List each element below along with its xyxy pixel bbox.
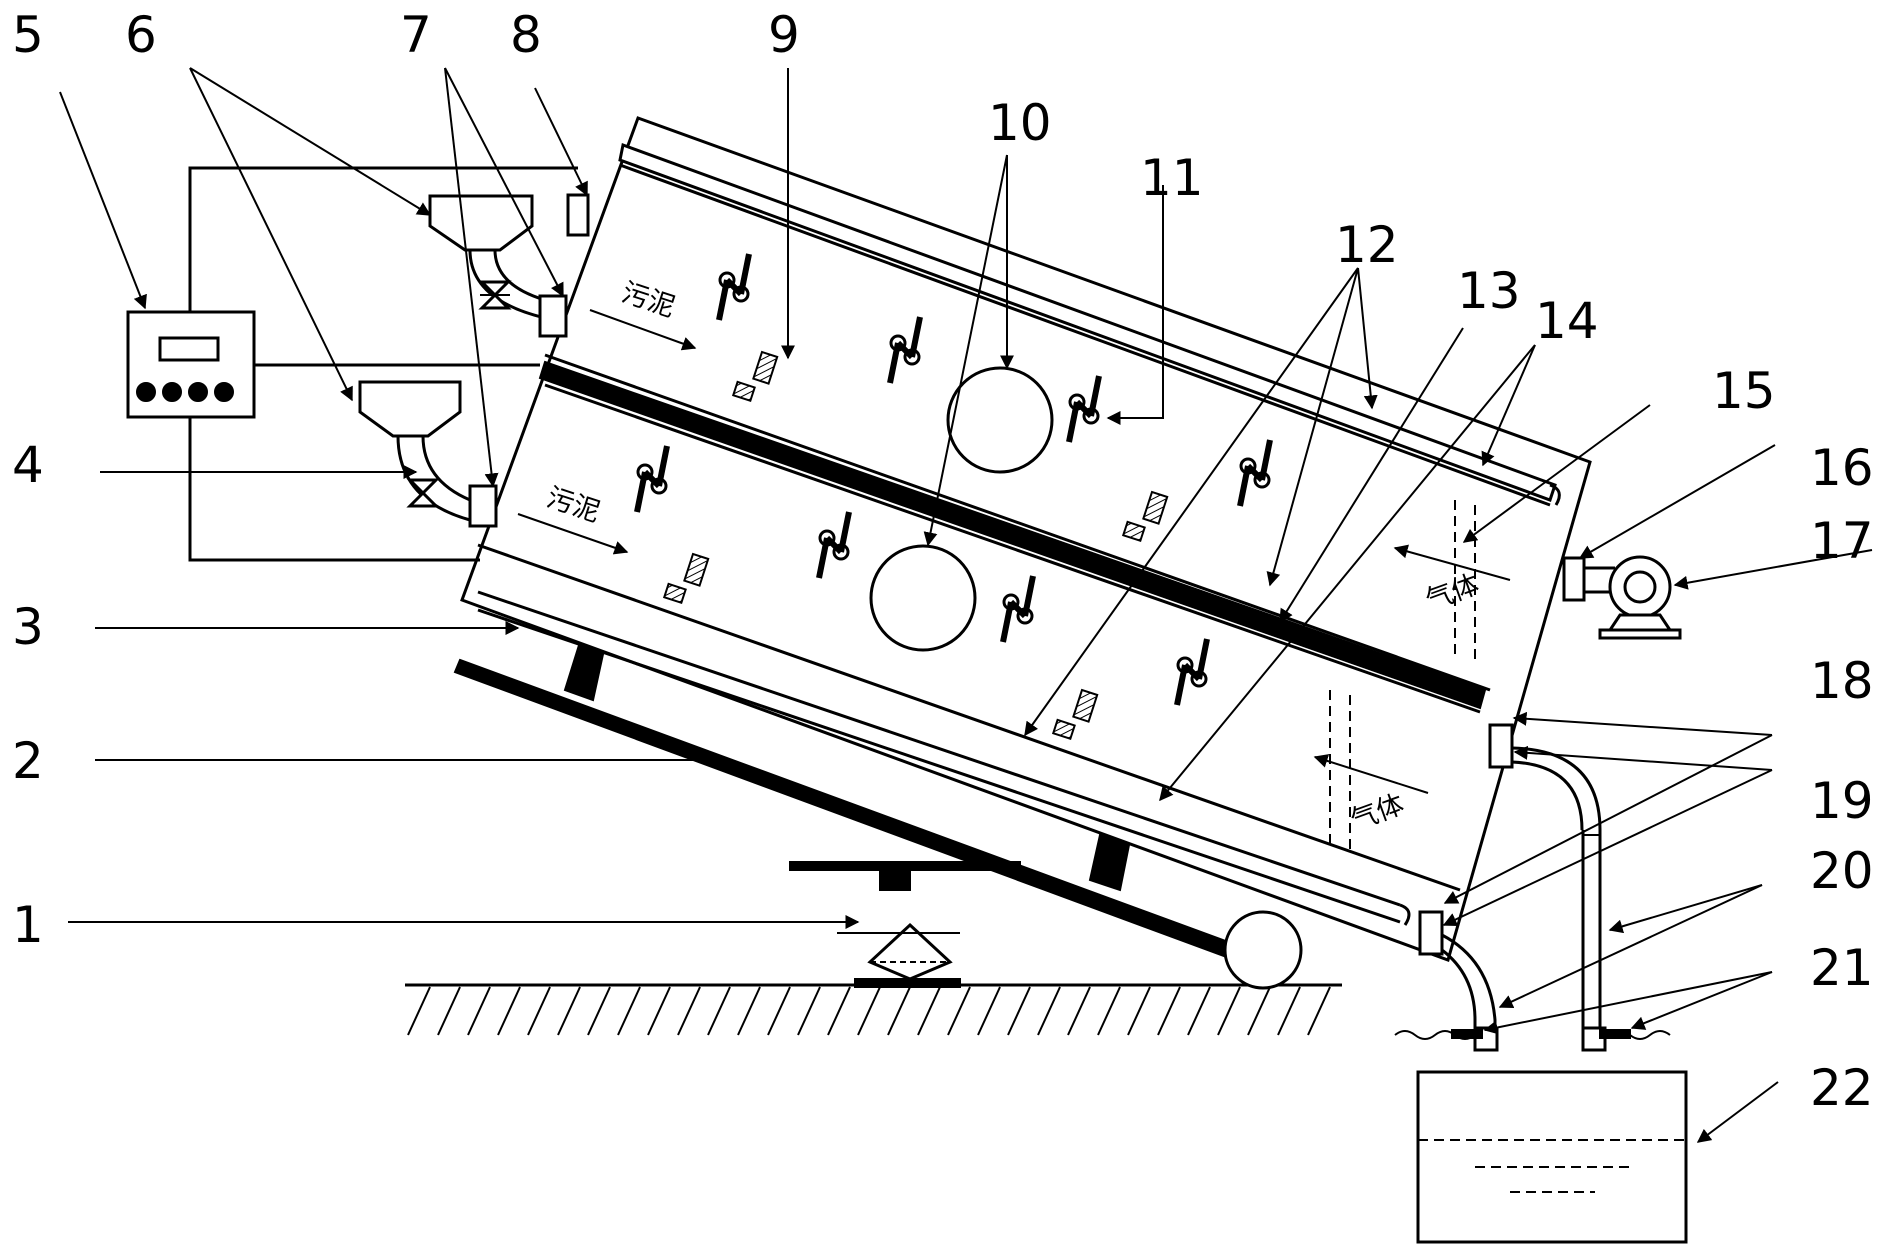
drying-drum	[460, 116, 1592, 962]
ground-hatch-line	[587, 986, 611, 1036]
callout-18: 18	[1810, 652, 1874, 710]
ground-hatch-line	[1307, 986, 1331, 1036]
ground-hatch-line	[977, 986, 1001, 1036]
ground-hatch-line	[1097, 986, 1121, 1036]
callout-10: 10	[988, 94, 1052, 152]
callout-21: 21	[1810, 939, 1874, 997]
ground-hatch-line	[497, 986, 521, 1036]
ground-hatch-line	[437, 986, 461, 1036]
leader-lines	[59, 67, 1873, 1143]
ground-hatch-line	[947, 986, 971, 1036]
outlet-pipes	[1394, 723, 1671, 1052]
collection-tank	[1416, 1070, 1688, 1244]
ground-hatch-line	[707, 986, 731, 1036]
ground-hatch-line	[407, 986, 431, 1036]
ground-hatch-line	[1277, 986, 1301, 1036]
callout-19: 19	[1810, 772, 1874, 830]
callout-8: 8	[510, 6, 542, 64]
ground-hatch-line	[1037, 986, 1061, 1036]
callout-20: 20	[1810, 842, 1874, 900]
callout-2: 2	[12, 732, 44, 790]
ground-hatch-line	[647, 986, 671, 1036]
ground-hatch-line	[527, 986, 551, 1036]
ground-hatch-line	[1007, 986, 1031, 1036]
controller	[126, 166, 578, 562]
ground-hatch-line	[467, 986, 491, 1036]
ground-hatch-line	[797, 986, 821, 1036]
ground-hatch-line	[1127, 986, 1151, 1036]
ground-hatch-line	[617, 986, 641, 1036]
ground-hatch-line	[1187, 986, 1211, 1036]
inclined-base-frame	[453, 640, 1303, 990]
callout-13: 13	[1457, 262, 1521, 320]
callout-4: 4	[12, 436, 44, 494]
callout-15: 15	[1712, 362, 1776, 420]
callout-16: 16	[1810, 439, 1874, 497]
callout-9: 9	[768, 6, 800, 64]
ground-hatch-line	[887, 986, 911, 1036]
ground-hatch-line	[857, 986, 881, 1036]
callout-7: 7	[400, 6, 432, 64]
callout-17: 17	[1810, 512, 1874, 570]
exhaust-fan	[1562, 555, 1682, 640]
ground-hatch-line	[1247, 986, 1271, 1036]
feed-system	[358, 193, 590, 528]
callout-3: 3	[12, 598, 44, 656]
lifting-jack	[789, 861, 1021, 988]
ground-hatch-line	[677, 986, 701, 1036]
callout-6: 6	[125, 6, 157, 64]
ground	[405, 983, 1342, 1036]
callout-12: 12	[1335, 216, 1399, 274]
ground-hatch-line	[917, 986, 941, 1036]
callout-numbers: 1 2 3 4 5 6 7 8 9 10 11 12 13 14 15 16 1…	[12, 6, 1874, 1117]
ground-hatch-line	[557, 986, 581, 1036]
callout-14: 14	[1535, 292, 1599, 350]
ground-hatch-line	[827, 986, 851, 1036]
flow-arrows	[517, 309, 1511, 794]
ground-hatch-line	[1067, 986, 1091, 1036]
callout-11: 11	[1140, 149, 1204, 207]
ground-hatch-line	[767, 986, 791, 1036]
ground-hatch-line	[1217, 986, 1241, 1036]
callout-1: 1	[12, 896, 44, 954]
callout-5: 5	[12, 6, 44, 64]
ground-hatch-line	[737, 986, 761, 1036]
ground-hatch-line	[1157, 986, 1181, 1036]
callout-22: 22	[1810, 1059, 1874, 1117]
